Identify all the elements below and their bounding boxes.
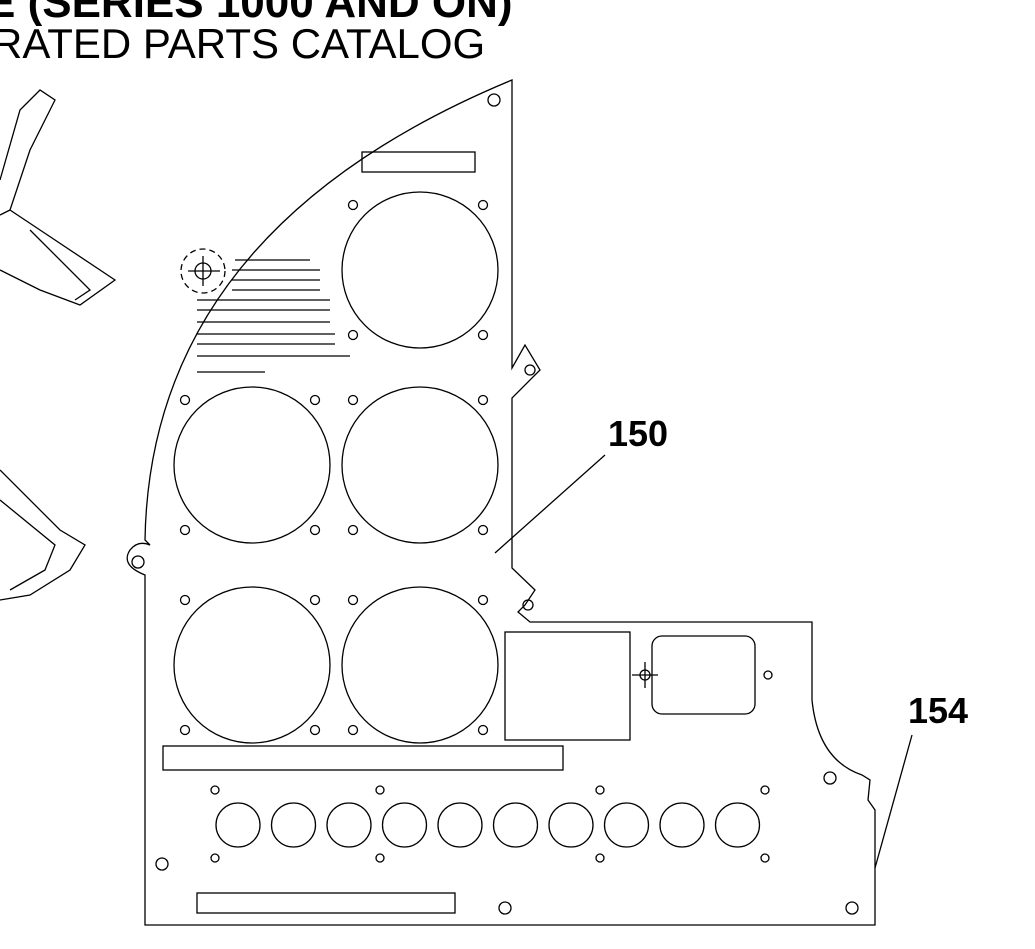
gauge-screw-hole [309, 724, 321, 736]
gauge-screw-hole [179, 594, 191, 606]
gauge-cutout [341, 586, 499, 744]
switch-cutout [381, 802, 428, 848]
placard-bottom [196, 892, 456, 914]
gauge-screw-hole [477, 524, 489, 536]
switch-cutout [270, 802, 317, 848]
placard-bar [162, 745, 564, 771]
mount-hole [131, 555, 145, 569]
gauge-screw-hole [477, 724, 489, 736]
gauge-cutouts [173, 191, 499, 744]
mount-hole [524, 364, 536, 376]
switch-screw-hole [760, 853, 770, 863]
gauge-screw-hole [309, 594, 321, 606]
switch-screw-hole [595, 785, 605, 795]
placard-text-lines [197, 259, 350, 373]
callout-150: 150 [608, 413, 669, 454]
mount-hole [487, 93, 501, 107]
annunciator-cutout [651, 635, 756, 715]
mount-hole [522, 599, 534, 611]
placard-slot [361, 151, 476, 173]
gauge-screw-hole [477, 594, 489, 606]
switch-cutout [659, 802, 705, 848]
switch-cutout [714, 802, 761, 848]
callout-leaders [494, 454, 913, 869]
switch-cutout [326, 802, 372, 848]
leader-line-150 [494, 454, 606, 554]
switch-screw-hole [210, 785, 220, 795]
gauge-screw-hole [347, 724, 359, 736]
mount-hole [763, 670, 773, 680]
display-cutout [504, 631, 631, 741]
switch-cutout [548, 802, 594, 848]
catalog-title: E (SERIES 1000 AND ON) [0, 0, 513, 27]
mount-hole [498, 901, 512, 915]
partial-assembly-left [0, 469, 86, 601]
gauge-cutout [341, 191, 499, 349]
gauge-screw-hole [477, 394, 489, 406]
switch-screw-hole [375, 853, 385, 863]
gauge-cutout [173, 586, 331, 744]
gauge-cutout [173, 386, 331, 544]
partial-assembly-top-left [0, 89, 117, 306]
switch-cutout [492, 802, 539, 848]
mount-hole [845, 901, 859, 915]
gauge-screw-hole [179, 394, 191, 406]
switch-screw-hole [210, 853, 220, 863]
gauge-cutout [341, 386, 499, 544]
gauge-screw-hole [179, 724, 191, 736]
gauge-screw-hole [347, 329, 359, 341]
mount-hole [155, 857, 169, 871]
switch-cutout [603, 802, 650, 848]
gauge-screw-hole [477, 329, 489, 341]
leader-line-154 [874, 734, 913, 869]
crosshair-icon [632, 662, 658, 688]
switch-screw-hole [760, 785, 770, 795]
gauge-screw-hole [179, 524, 191, 536]
compass-mount [180, 248, 226, 294]
gauge-screw-hole [347, 524, 359, 536]
gauge-screw-hole [309, 524, 321, 536]
switch-cutout [437, 802, 483, 848]
switch-cutout [215, 802, 261, 848]
switch-screw-hole [595, 853, 605, 863]
catalog-subtitle: RATED PARTS CATALOG [0, 20, 486, 67]
callout-154: 154 [908, 690, 969, 731]
instrument-panel-outline [126, 79, 876, 926]
gauge-screw-hole [477, 199, 489, 211]
gauge-screw-hole [309, 394, 321, 406]
mount-hole [823, 771, 837, 785]
gauge-screw-hole [347, 394, 359, 406]
switch-cutouts [210, 785, 770, 863]
gauge-screw-hole [347, 199, 359, 211]
switch-screw-hole [375, 785, 385, 795]
gauge-screw-hole [347, 594, 359, 606]
